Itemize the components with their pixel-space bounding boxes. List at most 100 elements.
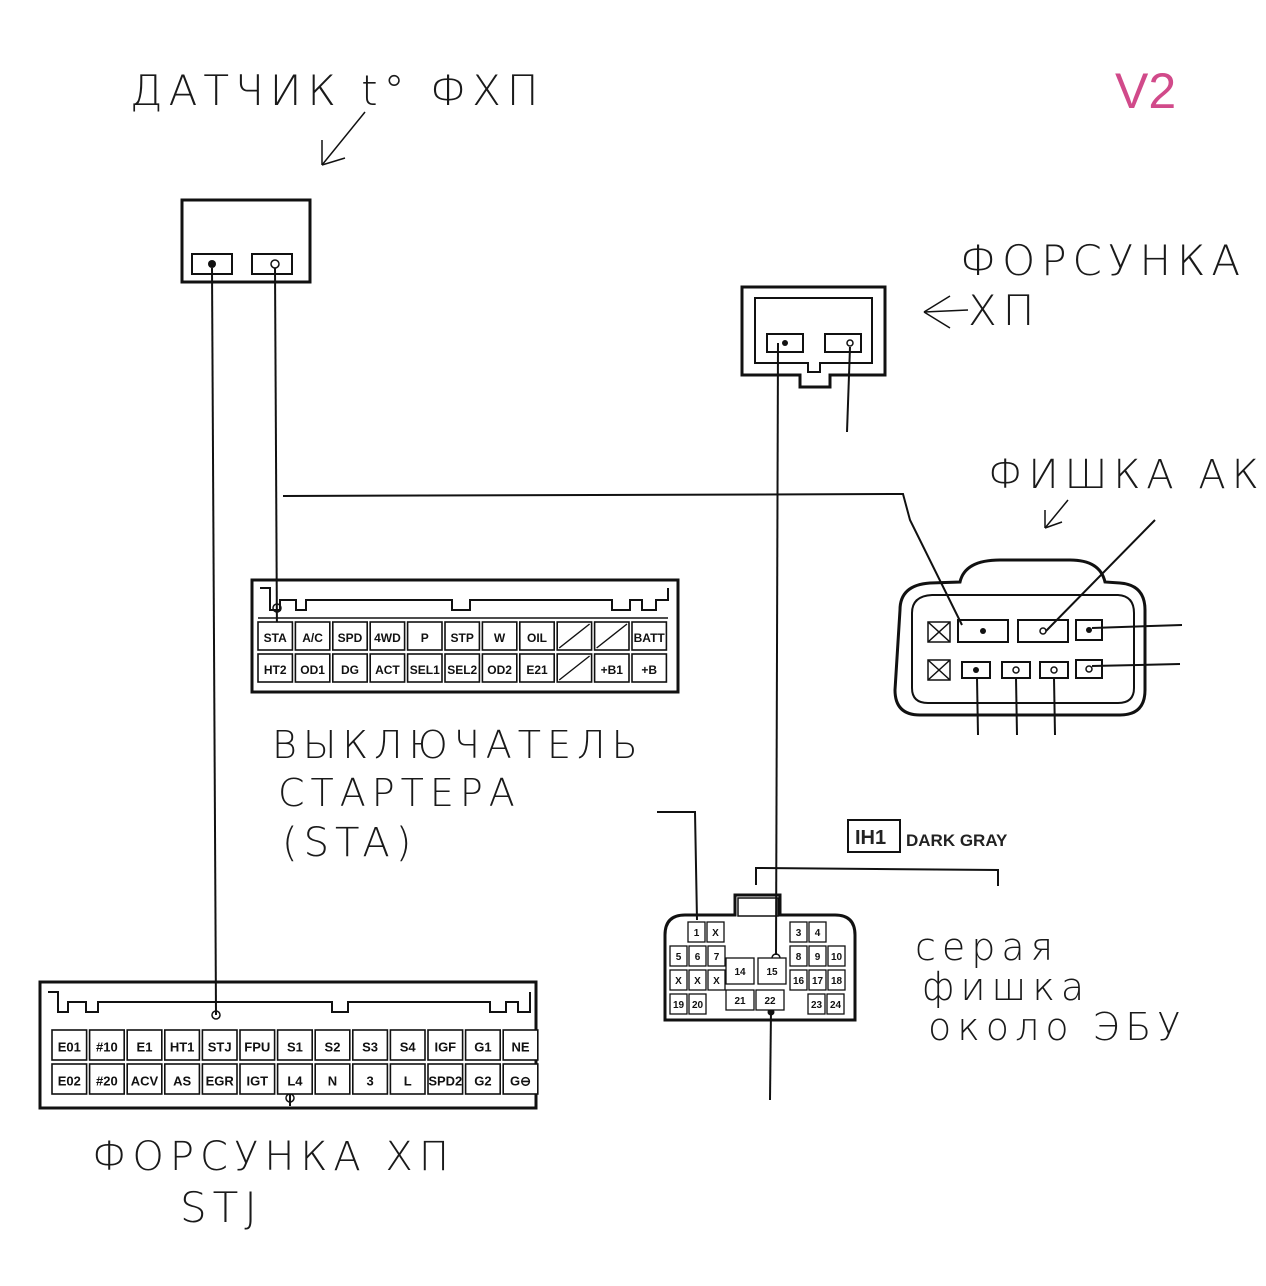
starter-switch-connector-cell [331, 653, 368, 683]
temp-sensor-arrow [321, 111, 366, 166]
grey-plug-pin-label: 19 [673, 1000, 685, 1011]
ecu-connector-pin-label: N [328, 1073, 337, 1088]
ecu-connector-cell [126, 1029, 163, 1061]
grey-plug-pin-cell [707, 969, 726, 991]
ecu-connector-pin-label: HT1 [170, 1039, 195, 1054]
starter-label-1: ВЫКЛЮЧАТЕЛЬ [272, 723, 644, 767]
grey-plug-pin-label: X [675, 976, 682, 987]
starter-switch-connector-pin-label: SPD [338, 631, 363, 645]
starter-switch-connector-pin-label: STA [264, 631, 287, 645]
ecu-connector-cell [314, 1063, 351, 1095]
grey-plug-pin-cell [808, 921, 827, 943]
grey-plug-pin-cell [789, 921, 808, 943]
ecu-connector-cell [51, 1063, 88, 1095]
ecu-connector-cell [314, 1029, 351, 1061]
grey-plug-pin-label: 20 [692, 1000, 704, 1011]
ecu-connector-pin-label: E02 [58, 1073, 81, 1088]
starter-switch-connector-cell [481, 653, 518, 683]
wire-akpp-out-2 [1091, 663, 1181, 667]
ecu-connector-cell [239, 1063, 276, 1095]
ecu-connector-pin-label: G1 [474, 1039, 491, 1054]
grey-plug-pin-cell [688, 993, 707, 1015]
starter-switch-connector-cell [444, 621, 481, 651]
ecu-connector-pin-label: L [404, 1073, 412, 1088]
akpp-plug-arrow [1044, 499, 1069, 529]
ecu-connector-pin-label: L4 [287, 1073, 303, 1088]
ecu-connector-cell [276, 1063, 314, 1095]
ecu-connector-cell [351, 1063, 389, 1095]
grey-plug-pin-cell [757, 957, 787, 985]
injector-bottom-label-1: ФОРСУНКА ХП [92, 1134, 455, 1180]
starter-switch-connector-pin-label: HT2 [264, 663, 287, 677]
grey-plug-pin-label: 16 [793, 976, 805, 987]
wire-akpp-out-1 [1091, 624, 1183, 629]
ecu-connector-pin-label: ACV [131, 1073, 159, 1088]
ecu-connector-cell [389, 1063, 426, 1095]
ecu-connector-pin-label: IGT [246, 1073, 268, 1088]
wire-injector-stub [846, 346, 851, 433]
ecu-connector-cell [164, 1063, 201, 1095]
starter-switch-connector-blank-slash [558, 655, 591, 681]
ecu-connector-cell [276, 1029, 314, 1061]
grey-plug-pin-label: X [713, 976, 720, 987]
wire-injector-to-grey-15 [775, 342, 779, 956]
grey-plug-pin-cell [707, 945, 726, 967]
grey-plug-pin-label: X [694, 976, 701, 987]
injector-bottom-label-2: STJ [180, 1183, 263, 1232]
starter-switch-connector-pin-label: SEL1 [410, 663, 440, 677]
ecu-connector-pin-label: S2 [325, 1039, 341, 1054]
grey-plug-pin-cell [808, 945, 827, 967]
starter-switch-connector-cell [406, 621, 443, 651]
ecu-connector-pin-label: #20 [96, 1073, 118, 1088]
grey-plug-pin-label: 7 [714, 952, 720, 963]
ecu-connector-pin-label: AS [173, 1073, 191, 1088]
grey-plug-pin-label: 8 [796, 952, 802, 963]
grey-plug-pin-cell [827, 945, 846, 967]
starter-switch-connector-cell [593, 653, 630, 683]
grey-plug-pin-cell [706, 921, 725, 943]
ecu-connector-cell [351, 1029, 389, 1061]
starter-switch-connector-pin-label: OD1 [300, 663, 325, 677]
ecu-connector-pin-label: S4 [400, 1039, 417, 1054]
temp-sensor-connector [180, 198, 312, 284]
injector-top-label-1: ФОРСУНКА [960, 236, 1246, 285]
grey-plug-pin-cell [688, 969, 707, 991]
starter-switch-connector-pin-label: ACT [375, 663, 400, 677]
starter-switch-connector-cell [331, 621, 368, 651]
starter-switch-connector-cell [257, 653, 294, 683]
wire-sensor-to-sta [274, 267, 278, 641]
grey-plug-pin-cell [755, 989, 785, 1011]
ecu-connector-pin-label: G2 [474, 1073, 491, 1088]
starter-switch-connector-cell [294, 653, 331, 683]
ecu-connector-pin-label: S3 [362, 1039, 378, 1054]
ih1-color: DARK GRAY [906, 831, 1008, 850]
grey-plug-pin-cell [807, 993, 826, 1015]
grey-plug-pin-cell [725, 989, 755, 1011]
starter-switch-connector-pin-label: STP [451, 631, 474, 645]
ecu-connector-pin-label: #10 [96, 1039, 118, 1054]
grey-plug-pin-label: 1 [694, 928, 700, 939]
ecu-connector-pin-label: E1 [137, 1039, 153, 1054]
ecu-connector-pin-label: EGR [206, 1073, 235, 1088]
grey-plug-pin-label: 18 [831, 976, 843, 987]
wire-sensor-to-stj [211, 267, 217, 1016]
injector-top-connector [740, 285, 887, 389]
ecu-connector-cell [51, 1029, 88, 1061]
grey-plug-label-1: серая [915, 925, 1059, 969]
ecu-connector-cell [389, 1029, 426, 1061]
version-tag: V2 [1115, 63, 1176, 119]
ecu-connector-cell [464, 1063, 502, 1095]
grey-plug-pin-cell [688, 945, 707, 967]
starter-switch-connector-pin-label: P [421, 631, 429, 645]
starter-switch-connector-cell [369, 621, 406, 651]
grey-plug-pin-label: 6 [695, 952, 701, 963]
starter-switch-connector-blank-slash [596, 623, 628, 649]
grey-plug-pin-cell [826, 993, 845, 1015]
starter-switch-connector-cell [518, 653, 555, 683]
starter-switch-connector-cell [257, 621, 294, 651]
wire-sta-to-akpp [282, 492, 963, 626]
ecu-connector-pin-label: G⊖ [510, 1073, 531, 1088]
grey-plug-pin-cell [827, 969, 846, 991]
